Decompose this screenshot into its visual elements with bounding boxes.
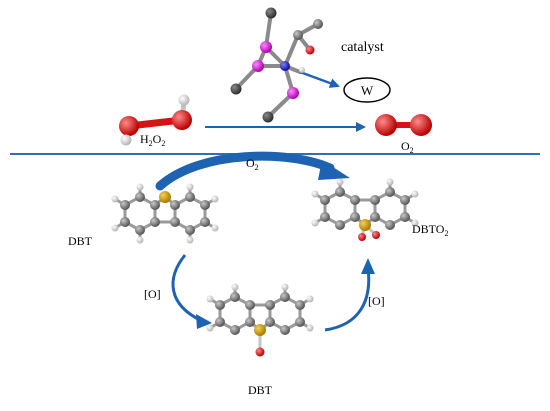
o2-arc-label: O2 bbox=[246, 156, 259, 172]
coordination-arrow bbox=[299, 70, 340, 88]
dbt-molecule bbox=[111, 183, 219, 244]
tungsten-label: W bbox=[361, 83, 374, 98]
oxidation-arc-head bbox=[318, 160, 350, 180]
dbto2-label: DBTO2 bbox=[412, 222, 448, 238]
catalyst-molecule bbox=[230, 7, 340, 123]
right-ox-label: [O] bbox=[368, 294, 385, 308]
left-ox-label: [O] bbox=[144, 287, 161, 301]
right-oxidation-arrow bbox=[324, 267, 371, 332]
dbt-bottom-label: DBT bbox=[248, 383, 273, 397]
o2-product-label: O2 bbox=[401, 139, 414, 155]
oxidation-arc bbox=[155, 151, 335, 191]
dbt-left-label: DBT bbox=[68, 234, 93, 248]
h2o2-label: H2O2 bbox=[140, 132, 165, 148]
tungsten-ellipse bbox=[343, 77, 391, 103]
dbto2-molecule bbox=[311, 178, 419, 241]
left-oxidation-arrow bbox=[171, 254, 201, 322]
dbto-molecule bbox=[206, 283, 314, 357]
o2-molecule bbox=[375, 114, 432, 136]
h2o2-molecule bbox=[119, 94, 192, 146]
catalyst-label: catalyst bbox=[341, 40, 384, 55]
